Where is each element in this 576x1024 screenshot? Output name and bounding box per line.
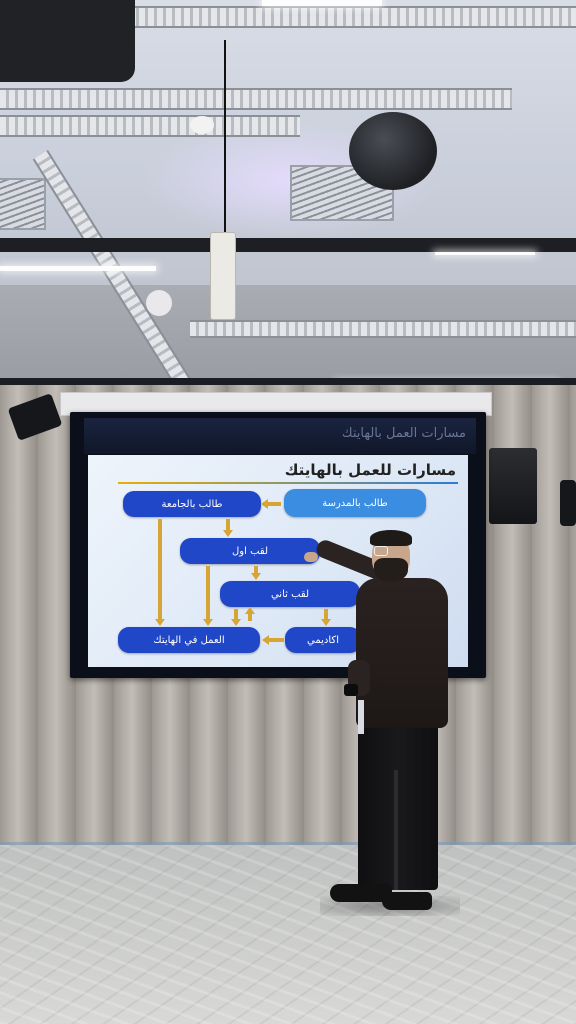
node-second-degree: لقب ثاني: [220, 581, 360, 607]
arrow-university-to-first: [226, 519, 230, 531]
presenter-pointing-hand: [304, 552, 318, 562]
node-work-in-hitech: العمل في الهايتك: [118, 627, 260, 653]
slide-title-underline: [118, 482, 458, 484]
arrow-head: [261, 499, 268, 509]
presenter-hair: [370, 530, 412, 546]
cable-tray-top: [130, 6, 576, 28]
arrow-second-to-academic: [324, 609, 328, 621]
arrow-head: [223, 530, 233, 537]
presenter: [300, 530, 460, 920]
arrow-school-to-university: [263, 502, 281, 506]
ceiling-beam: [0, 238, 576, 252]
presentation-remote: [344, 684, 358, 696]
cable-tray-middle-2: [0, 115, 300, 137]
hanging-cable: [224, 40, 226, 235]
arrow-second-to-work: [234, 609, 238, 621]
presenter-lanyard: [358, 700, 364, 734]
light-strip-top: [262, 0, 382, 6]
presenter-jacket: [356, 578, 448, 728]
arrow-head: [262, 635, 269, 645]
presenter-legs: [358, 722, 438, 890]
arrow-head: [245, 607, 255, 614]
arrow-university-to-work: [158, 519, 162, 621]
ceiling-sensor: [146, 290, 172, 316]
cable-tray-middle: [0, 88, 512, 110]
arrow-head: [321, 619, 331, 626]
arrow-head: [203, 619, 213, 626]
light-strip-right: [435, 252, 535, 255]
floor-edge: [0, 842, 576, 847]
arrow-head: [155, 619, 165, 626]
arrow-academic-to-work: [268, 638, 284, 642]
arrow-first-to-second: [254, 566, 258, 574]
wall-speaker: [489, 448, 537, 524]
node-academic: اكاديمي: [285, 627, 361, 653]
air-vent-left: [0, 178, 46, 230]
cable-tray-lower: [190, 320, 576, 338]
node-first-degree: لقب اول: [180, 538, 320, 564]
arrow-head: [231, 619, 241, 626]
smoke-detector: [190, 116, 214, 134]
side-fixture: [560, 480, 576, 526]
presenter-beard: [374, 558, 408, 582]
hanging-device: [210, 232, 236, 320]
light-strip-left: [0, 266, 156, 271]
carpet-floor: [0, 845, 576, 1024]
presenter-shoe-left: [330, 884, 392, 902]
ceiling-speaker: [349, 112, 437, 190]
ceiling-beam-block: [0, 0, 135, 82]
node-university-student: طالب بالجامعة: [123, 491, 261, 517]
presenter-glasses: [374, 546, 388, 556]
presenter-shoe-right: [382, 892, 432, 910]
screen-header: مسارات العمل بالهايتك: [84, 418, 476, 454]
presenter-leg-gap: [394, 770, 398, 890]
slide-title: مسارات للعمل بالهايتك: [284, 461, 456, 479]
arrow-head: [251, 573, 261, 580]
node-school-student: طالب بالمدرسة: [284, 489, 426, 517]
arrow-work-to-second: [248, 613, 252, 621]
arrow-first-to-work: [206, 566, 210, 621]
screen-header-text: مسارات العمل بالهايتك: [341, 426, 466, 441]
